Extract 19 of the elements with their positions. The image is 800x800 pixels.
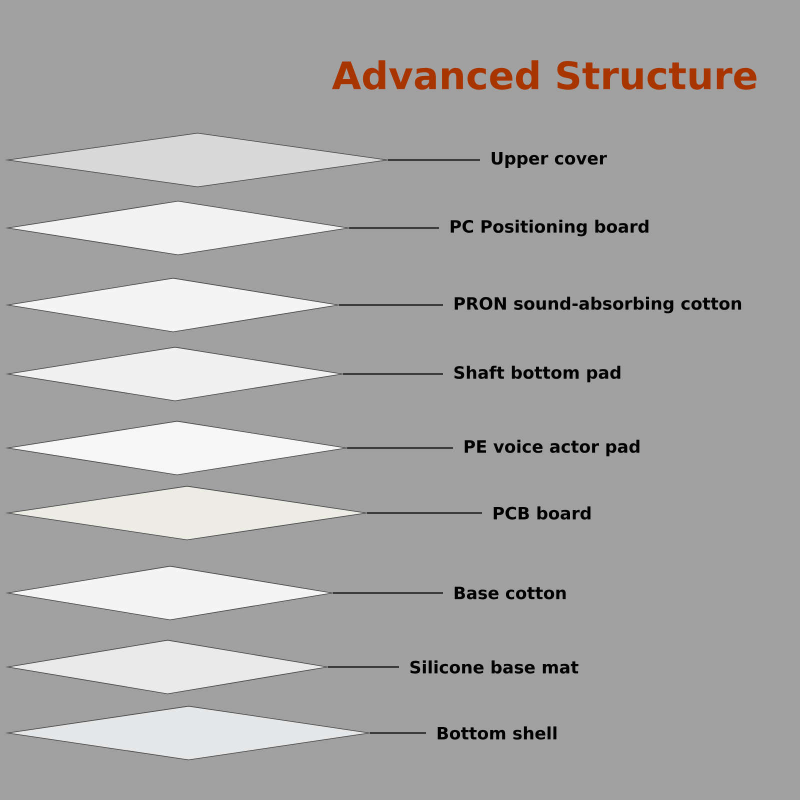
part-label: Silicone base mat — [410, 660, 578, 674]
leader-line — [328, 666, 399, 668]
leader-line — [339, 304, 443, 306]
leader-line — [333, 592, 443, 594]
leader-line — [388, 159, 480, 161]
part-label: Upper cover — [492, 152, 607, 168]
leader-line — [367, 512, 482, 514]
part-label: PE voice actor pad — [464, 440, 640, 456]
part-label: Shaft bottom pad — [454, 366, 620, 382]
leader-line — [347, 447, 453, 449]
part-label: PRON sound-absorbing cotton — [454, 296, 742, 314]
part-label: Bottom shell — [438, 726, 556, 740]
part-label: Base cotton — [454, 586, 566, 600]
leader-line — [370, 732, 426, 734]
title: Advanced Structure — [332, 60, 756, 90]
leader-line — [343, 373, 443, 375]
part-label: PCB board — [494, 506, 590, 520]
leader-line — [349, 227, 439, 229]
part-label: PC Positioning board — [450, 220, 648, 236]
